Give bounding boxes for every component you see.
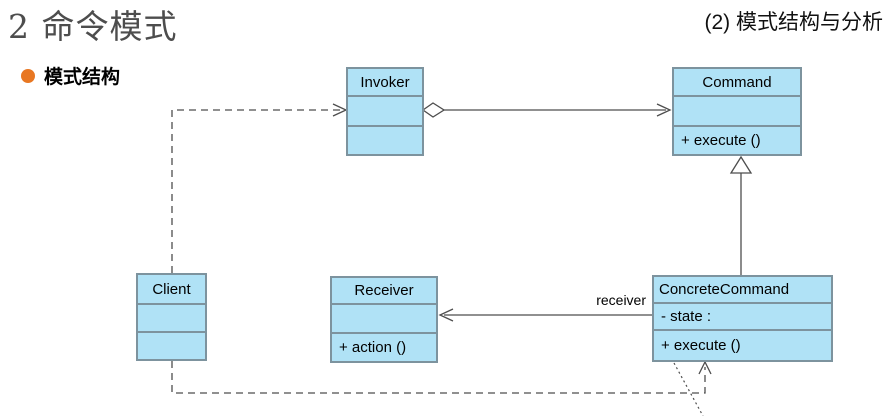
class-name: Receiver	[354, 282, 414, 299]
class-box-command: Command + execute ()	[672, 67, 802, 156]
dependency-client-concretecommand-line	[171, 361, 706, 394]
class-name: Client	[152, 280, 191, 298]
aggregation-diamond	[421, 102, 446, 118]
class-attributes	[332, 303, 436, 332]
dependency-client-concretecommand-arrowhead	[698, 360, 712, 375]
class-methods	[348, 125, 422, 154]
class-box-receiver: Receiver + action ()	[330, 276, 438, 363]
class-attributes	[674, 95, 800, 125]
header-subtitle: (2) 模式结构与分析	[704, 11, 884, 34]
class-name: Invoker	[360, 73, 410, 91]
class-name: ConcreteCommand	[659, 281, 790, 298]
dependency-client-invoker-arrowhead	[332, 103, 348, 117]
bullet-icon	[21, 69, 35, 83]
class-box-invoker: Invoker	[346, 67, 424, 156]
class-box-concretecommand: ConcreteCommand - state : + execute ()	[652, 275, 833, 362]
association-arrowhead	[438, 308, 454, 322]
section-heading: 模式结构	[44, 67, 121, 88]
aggregation-arrowhead	[656, 103, 672, 117]
generalization-triangle	[729, 155, 753, 174]
class-attributes	[348, 95, 422, 125]
class-methods: + action ()	[332, 332, 436, 361]
page-title: 2 命令模式	[8, 7, 178, 46]
class-name: Command	[702, 73, 772, 91]
class-methods: + execute ()	[674, 125, 800, 154]
dependency-client-invoker-line	[171, 109, 342, 273]
dotted-note-line	[673, 362, 704, 416]
class-methods: + execute ()	[654, 329, 831, 360]
class-attributes: - state :	[654, 302, 831, 329]
class-methods	[138, 331, 205, 359]
class-box-client: Client	[136, 273, 207, 361]
class-attributes	[138, 303, 205, 331]
association-role-label: receiver	[596, 292, 646, 308]
